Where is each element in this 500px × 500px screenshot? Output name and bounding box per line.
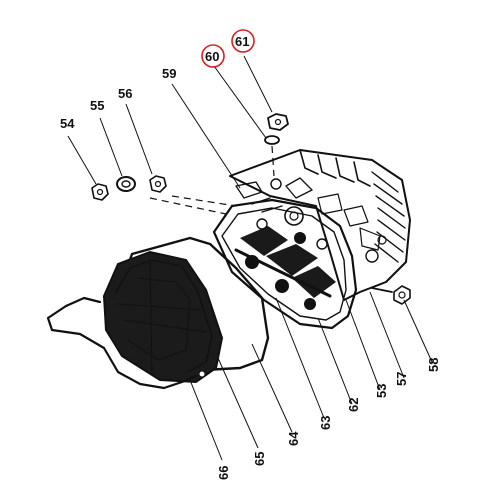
callout-60: 60: [205, 49, 219, 64]
nut-61: [267, 113, 289, 131]
callout-57: 57: [394, 372, 409, 386]
callout-54: 54: [60, 116, 75, 131]
callout-58: 58: [426, 358, 441, 372]
callout-55: 55: [90, 98, 104, 113]
cylinder-head: [229, 149, 411, 301]
callout-66: 66: [216, 466, 231, 480]
valve-cover: [102, 250, 224, 384]
leader-lines: [67, 55, 433, 461]
callout-61: 61: [235, 34, 249, 49]
highlight-circle-61: [231, 29, 255, 53]
callout-62: 62: [346, 398, 361, 412]
nut-56: [149, 175, 167, 193]
washer-60: [264, 135, 280, 145]
assembly-lines: [149, 145, 275, 215]
callout-59: 59: [162, 66, 176, 81]
callout-63: 63: [318, 416, 333, 430]
right-stud: [371, 285, 411, 305]
callout-65: 64: [286, 431, 301, 446]
washer-55: [116, 176, 136, 192]
rocker-face: [212, 198, 358, 330]
callout-56: 56: [118, 86, 132, 101]
small-nut-54: [91, 183, 109, 201]
highlight-circle-60: [201, 44, 225, 68]
callout-64: 65: [252, 452, 267, 466]
callout-53: 53: [374, 384, 389, 398]
retaining-wire: [46, 296, 198, 390]
